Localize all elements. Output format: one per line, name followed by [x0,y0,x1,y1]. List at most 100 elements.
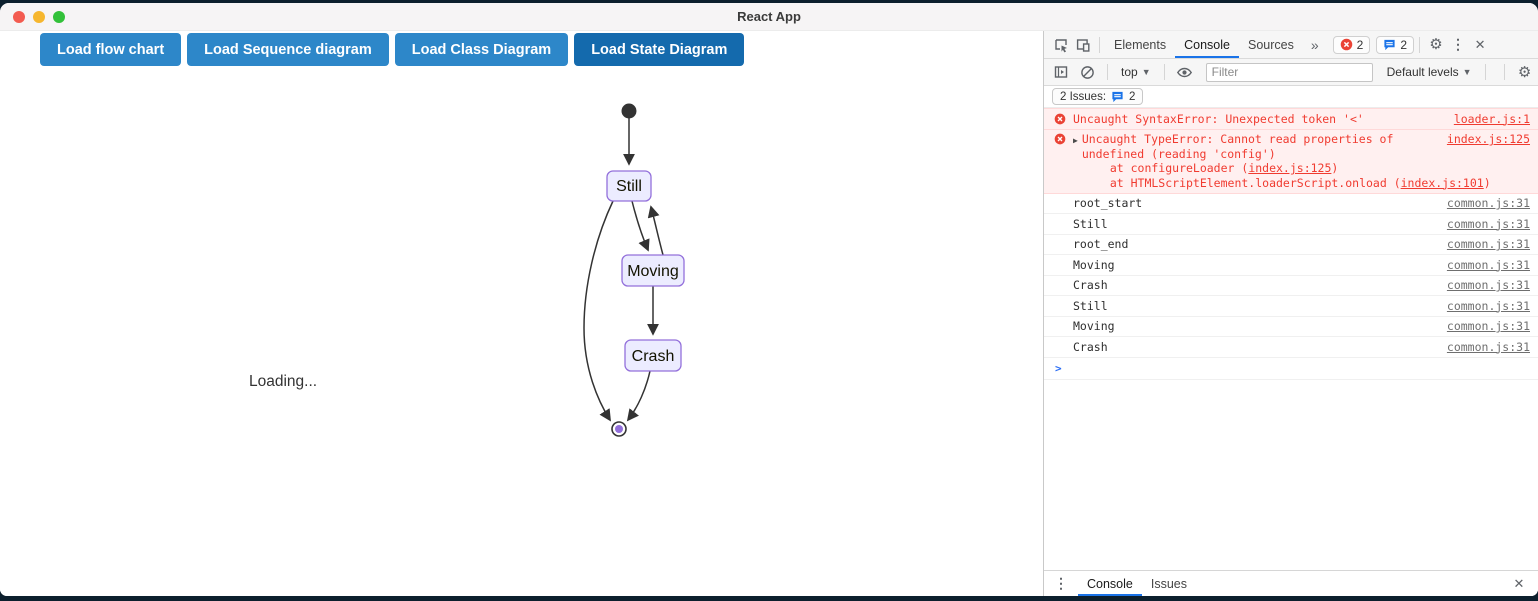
end-state-dot [615,425,623,433]
console-empty-space[interactable] [1044,379,1538,570]
log-text: Moving [1073,319,1115,333]
edge-crash-to-end [626,370,651,422]
inspect-element-icon[interactable] [1050,35,1072,55]
eye-icon[interactable] [1174,62,1196,82]
clear-console-icon[interactable] [1076,62,1098,82]
error-count: 2 [1356,37,1364,52]
state-label-crash: Crash [632,348,675,365]
drawer-close-icon[interactable]: ✕ [1513,575,1525,591]
devtools-menu-icon[interactable]: ⋮ [1451,36,1466,52]
log-text: Still [1073,298,1108,313]
context-selector-label: top [1121,65,1138,79]
drawer-bar: ⋮ Console Issues ✕ [1044,570,1538,596]
drawer-menu-icon[interactable]: ⋮ [1054,575,1068,591]
drawer-tabs: Console Issues [1078,571,1196,596]
load-flow-chart-button[interactable]: Load flow chart [40,33,182,66]
error-list: Uncaught SyntaxError: Unexpected token '… [1044,108,1538,194]
error-message: Uncaught SyntaxError: Unexpected token '… [1073,111,1364,126]
chevron-down-icon: ▼ [1141,67,1151,77]
console-settings-gear-icon[interactable]: ⚙ [1517,63,1532,81]
error-icon [1054,113,1066,125]
issues-badge[interactable]: 2 Issues: 2 [1052,88,1144,105]
console-log-row: Still common.js:31 [1044,296,1538,317]
log-text: root_start [1073,196,1143,210]
devtools-close-icon[interactable]: ✕ [1474,36,1486,52]
log-text: Crash [1073,339,1108,354]
devtools-tabs: Elements Console Sources [1105,31,1303,58]
drawer-tab-issues[interactable]: Issues [1150,576,1188,591]
drawer-tab-console[interactable]: Console [1078,571,1142,596]
source-link[interactable]: common.js:31 [1446,216,1530,231]
source-link[interactable]: common.js:31 [1446,339,1530,354]
console-sidebar-icon[interactable] [1050,62,1072,82]
issues-bar: 2 Issues: 2 [1044,86,1538,108]
stack-frame: at HTMLScriptElement.loaderScript.onload… [1109,175,1491,190]
log-text: Moving [1073,257,1115,272]
console-log-row: Still common.js:31 [1044,214,1538,235]
error-icon [1054,133,1066,145]
console-toolbar: top ▼ Default levels ▼ ⚙ [1044,59,1538,86]
log-levels-selector[interactable]: Default levels ▼ [1383,65,1476,79]
console-messages: Uncaught SyntaxError: Unexpected token '… [1044,108,1538,570]
tab-elements[interactable]: Elements [1114,37,1167,52]
start-state-dot [621,103,637,119]
log-text: Crash [1073,278,1108,292]
state-node-crash[interactable] [624,339,682,372]
edge-moving-to-still [647,205,664,256]
log-levels-label: Default levels [1386,65,1459,79]
filter-input[interactable] [1205,62,1373,82]
console-log-row: Moving common.js:31 [1044,255,1538,276]
source-link[interactable]: common.js:31 [1446,237,1530,251]
chevron-down-icon: ▼ [1462,67,1472,77]
message-count-badge[interactable]: 2 [1376,35,1415,54]
console-log-row: Crash common.js:31 [1044,337,1538,358]
issues-label: 2 Issues: [1060,90,1107,103]
message-count: 2 [1400,37,1408,52]
message-bubble-icon [1384,39,1395,51]
source-link[interactable]: common.js:31 [1446,196,1530,210]
source-link[interactable]: common.js:31 [1446,298,1530,313]
edge-still-to-end [583,200,614,422]
minimize-traffic-light[interactable] [33,11,45,23]
load-class-diagram-button[interactable]: Load Class Diagram [394,33,569,66]
console-log-row: root_start common.js:31 [1044,193,1538,214]
prompt-chevron-icon: > [1055,361,1062,375]
console-log-row: Crash common.js:31 [1044,275,1538,296]
state-node-moving[interactable] [621,254,685,287]
log-text: Still [1073,216,1108,231]
log-text: root_end [1073,237,1129,251]
expand-arrow-icon[interactable]: ▶ [1073,136,1078,145]
message-bubble-icon [1112,91,1123,103]
device-toolbar-icon[interactable] [1072,35,1094,55]
console-prompt[interactable]: > [1044,358,1538,380]
devtools-tabbar: Elements Console Sources » 2 2 [1044,31,1538,59]
edge-still-to-moving [631,200,650,252]
load-state-diagram-button[interactable]: Load State Diagram [574,33,745,66]
zoom-traffic-light[interactable] [53,11,65,23]
more-tabs-icon[interactable]: » [1310,36,1319,53]
source-link[interactable]: index.js:101 [1400,175,1484,190]
window-title: React App [737,9,801,24]
titlebar: React App [0,3,1538,31]
traffic-lights [13,11,65,23]
tab-console[interactable]: Console [1175,31,1239,58]
error-count-badge[interactable]: 2 [1332,35,1371,54]
source-link[interactable]: loader.js:1 [1453,111,1530,126]
error-message: Uncaught TypeError: Cannot read properti… [1081,132,1491,190]
settings-gear-icon[interactable]: ⚙ [1429,36,1443,53]
source-link[interactable]: index.js:125 [1248,161,1332,175]
state-node-still[interactable] [606,170,652,202]
load-sequence-diagram-button[interactable]: Load Sequence diagram [187,33,389,66]
close-traffic-light[interactable] [13,11,25,23]
source-link[interactable]: common.js:31 [1446,257,1530,272]
source-link[interactable]: index.js:125 [1446,132,1530,146]
source-link[interactable]: common.js:31 [1446,278,1530,292]
console-log-row: Moving common.js:31 [1044,316,1538,337]
tab-sources[interactable]: Sources [1247,37,1294,52]
context-selector[interactable]: top ▼ [1117,65,1155,79]
source-link[interactable]: common.js:31 [1446,319,1530,333]
stack-frame: at configureLoader (index.js:125) [1109,161,1339,175]
